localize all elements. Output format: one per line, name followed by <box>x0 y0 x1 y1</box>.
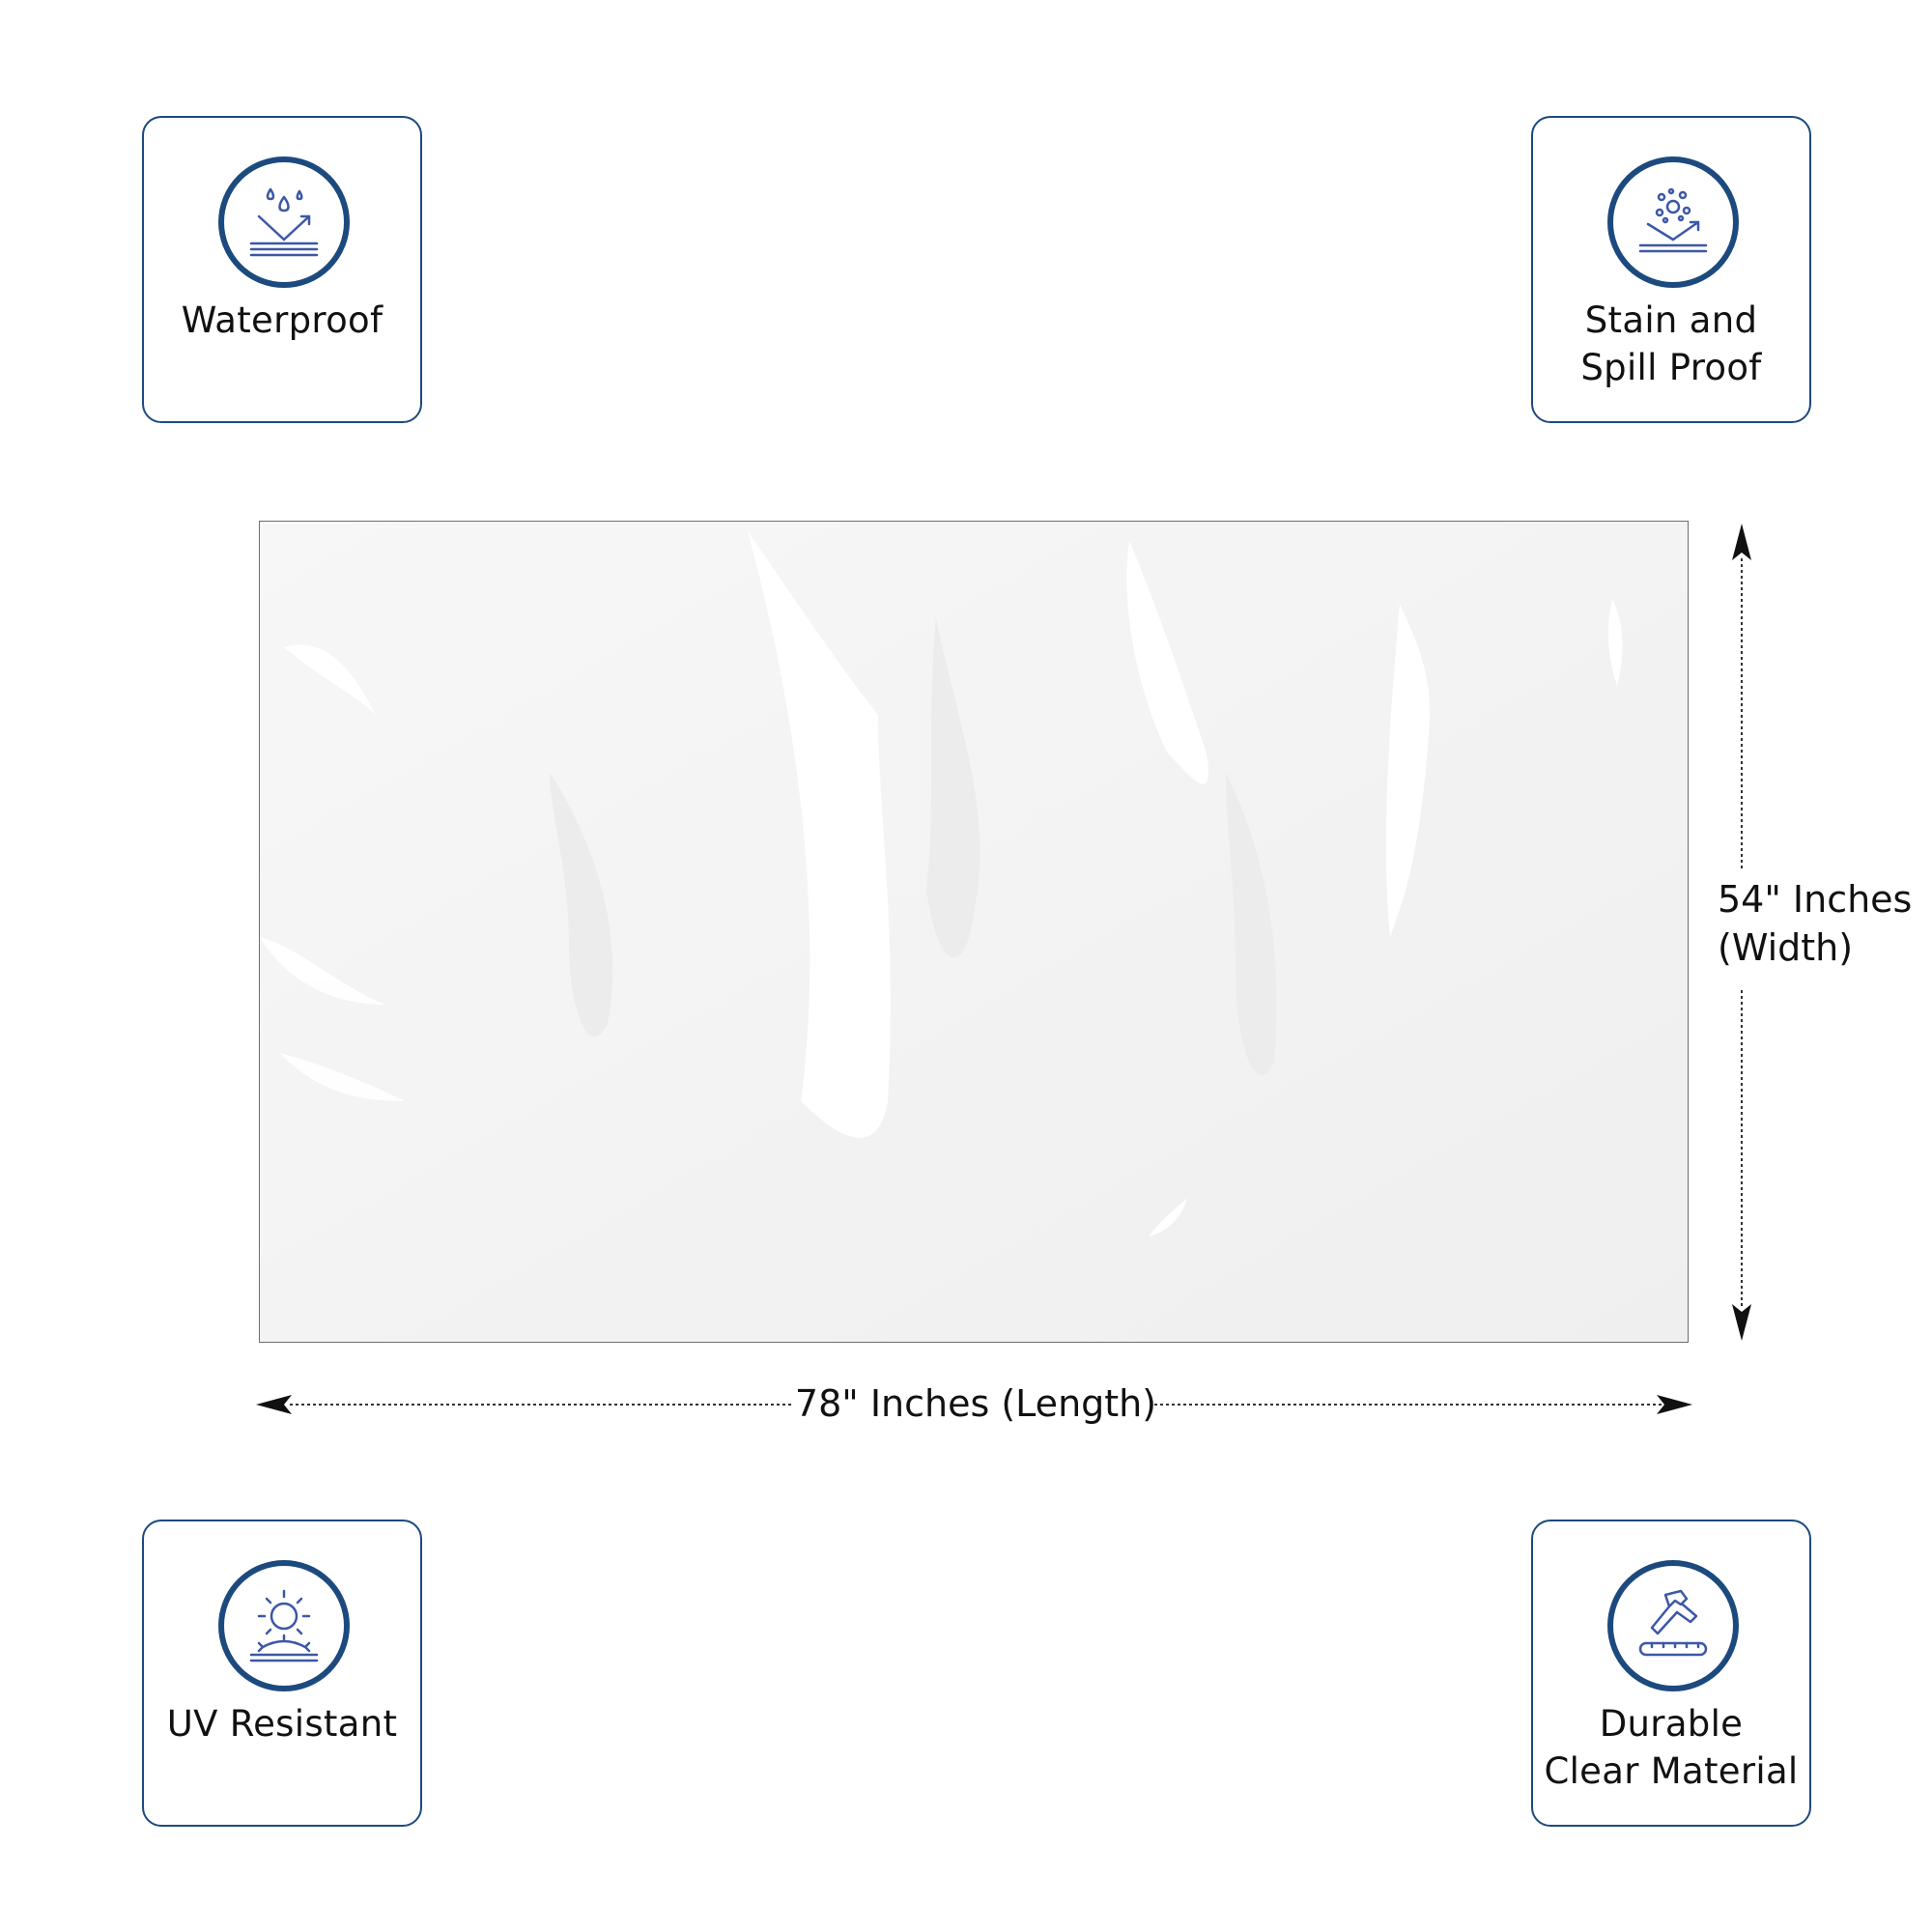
width-dimension-label-line2: (Width) <box>1718 926 1854 969</box>
arrow-down-icon <box>1732 1304 1751 1341</box>
stain-spill-icon <box>1607 156 1739 288</box>
feature-card-durable-clear-material: Durable Clear Material <box>1531 1520 1811 1827</box>
arrow-right-icon <box>1657 1395 1692 1414</box>
clear-vinyl-sheet <box>259 521 1689 1343</box>
length-dimension-line <box>256 1395 1692 1414</box>
width-dimension-line <box>1732 524 1751 1341</box>
feature-card-waterproof: Waterproof <box>142 116 422 423</box>
length-dimension-label: 78" Inches (Length) <box>794 1382 1157 1425</box>
feature-card-uv-resistant: UV Resistant <box>142 1520 422 1827</box>
feature-label-durable-clear-material: Durable Clear Material <box>1544 1703 1799 1792</box>
width-dimension-label: 54" Inches (Width) <box>1718 875 1912 972</box>
feature-label-uv-resistant: UV Resistant <box>166 1703 398 1745</box>
width-dimension-label-line1: 54" Inches <box>1718 878 1913 921</box>
arrow-up-icon <box>1732 524 1751 560</box>
waterproof-icon <box>218 156 350 288</box>
feature-card-stain-spill-proof: Stain and Spill Proof <box>1531 116 1811 423</box>
uv-sun-icon <box>218 1560 350 1691</box>
feature-label-stain-spill-proof: Stain and Spill Proof <box>1580 299 1762 388</box>
arrow-left-icon <box>256 1395 292 1414</box>
feature-label-waterproof: Waterproof <box>181 299 384 341</box>
hammer-durable-icon <box>1607 1560 1739 1691</box>
